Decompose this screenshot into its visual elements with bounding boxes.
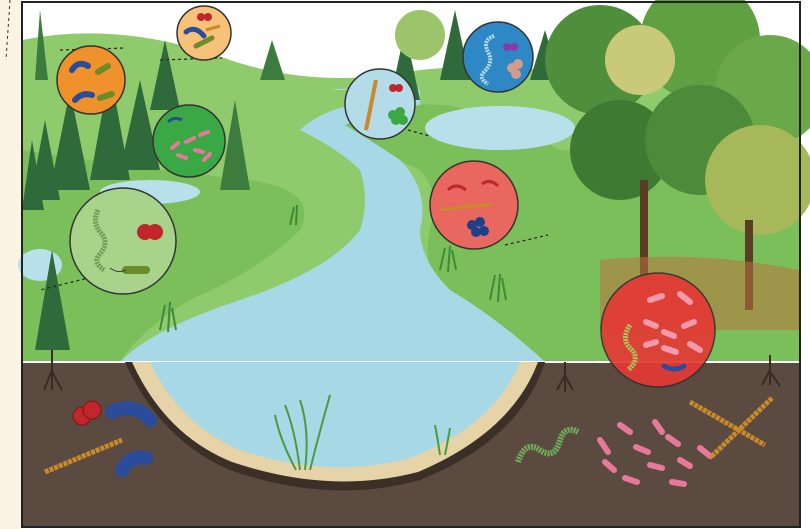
lake (425, 106, 575, 150)
bubble-river (345, 69, 415, 139)
bubble-deciduous-forest (601, 273, 715, 387)
bubble-upland-forest (57, 46, 125, 114)
bubble-lake (463, 22, 533, 92)
bubble-conifer-forest (153, 105, 225, 177)
bubble-shore (430, 161, 518, 249)
bubble-forest-edge (177, 6, 231, 60)
bubble-riverbank-grass (70, 188, 176, 294)
